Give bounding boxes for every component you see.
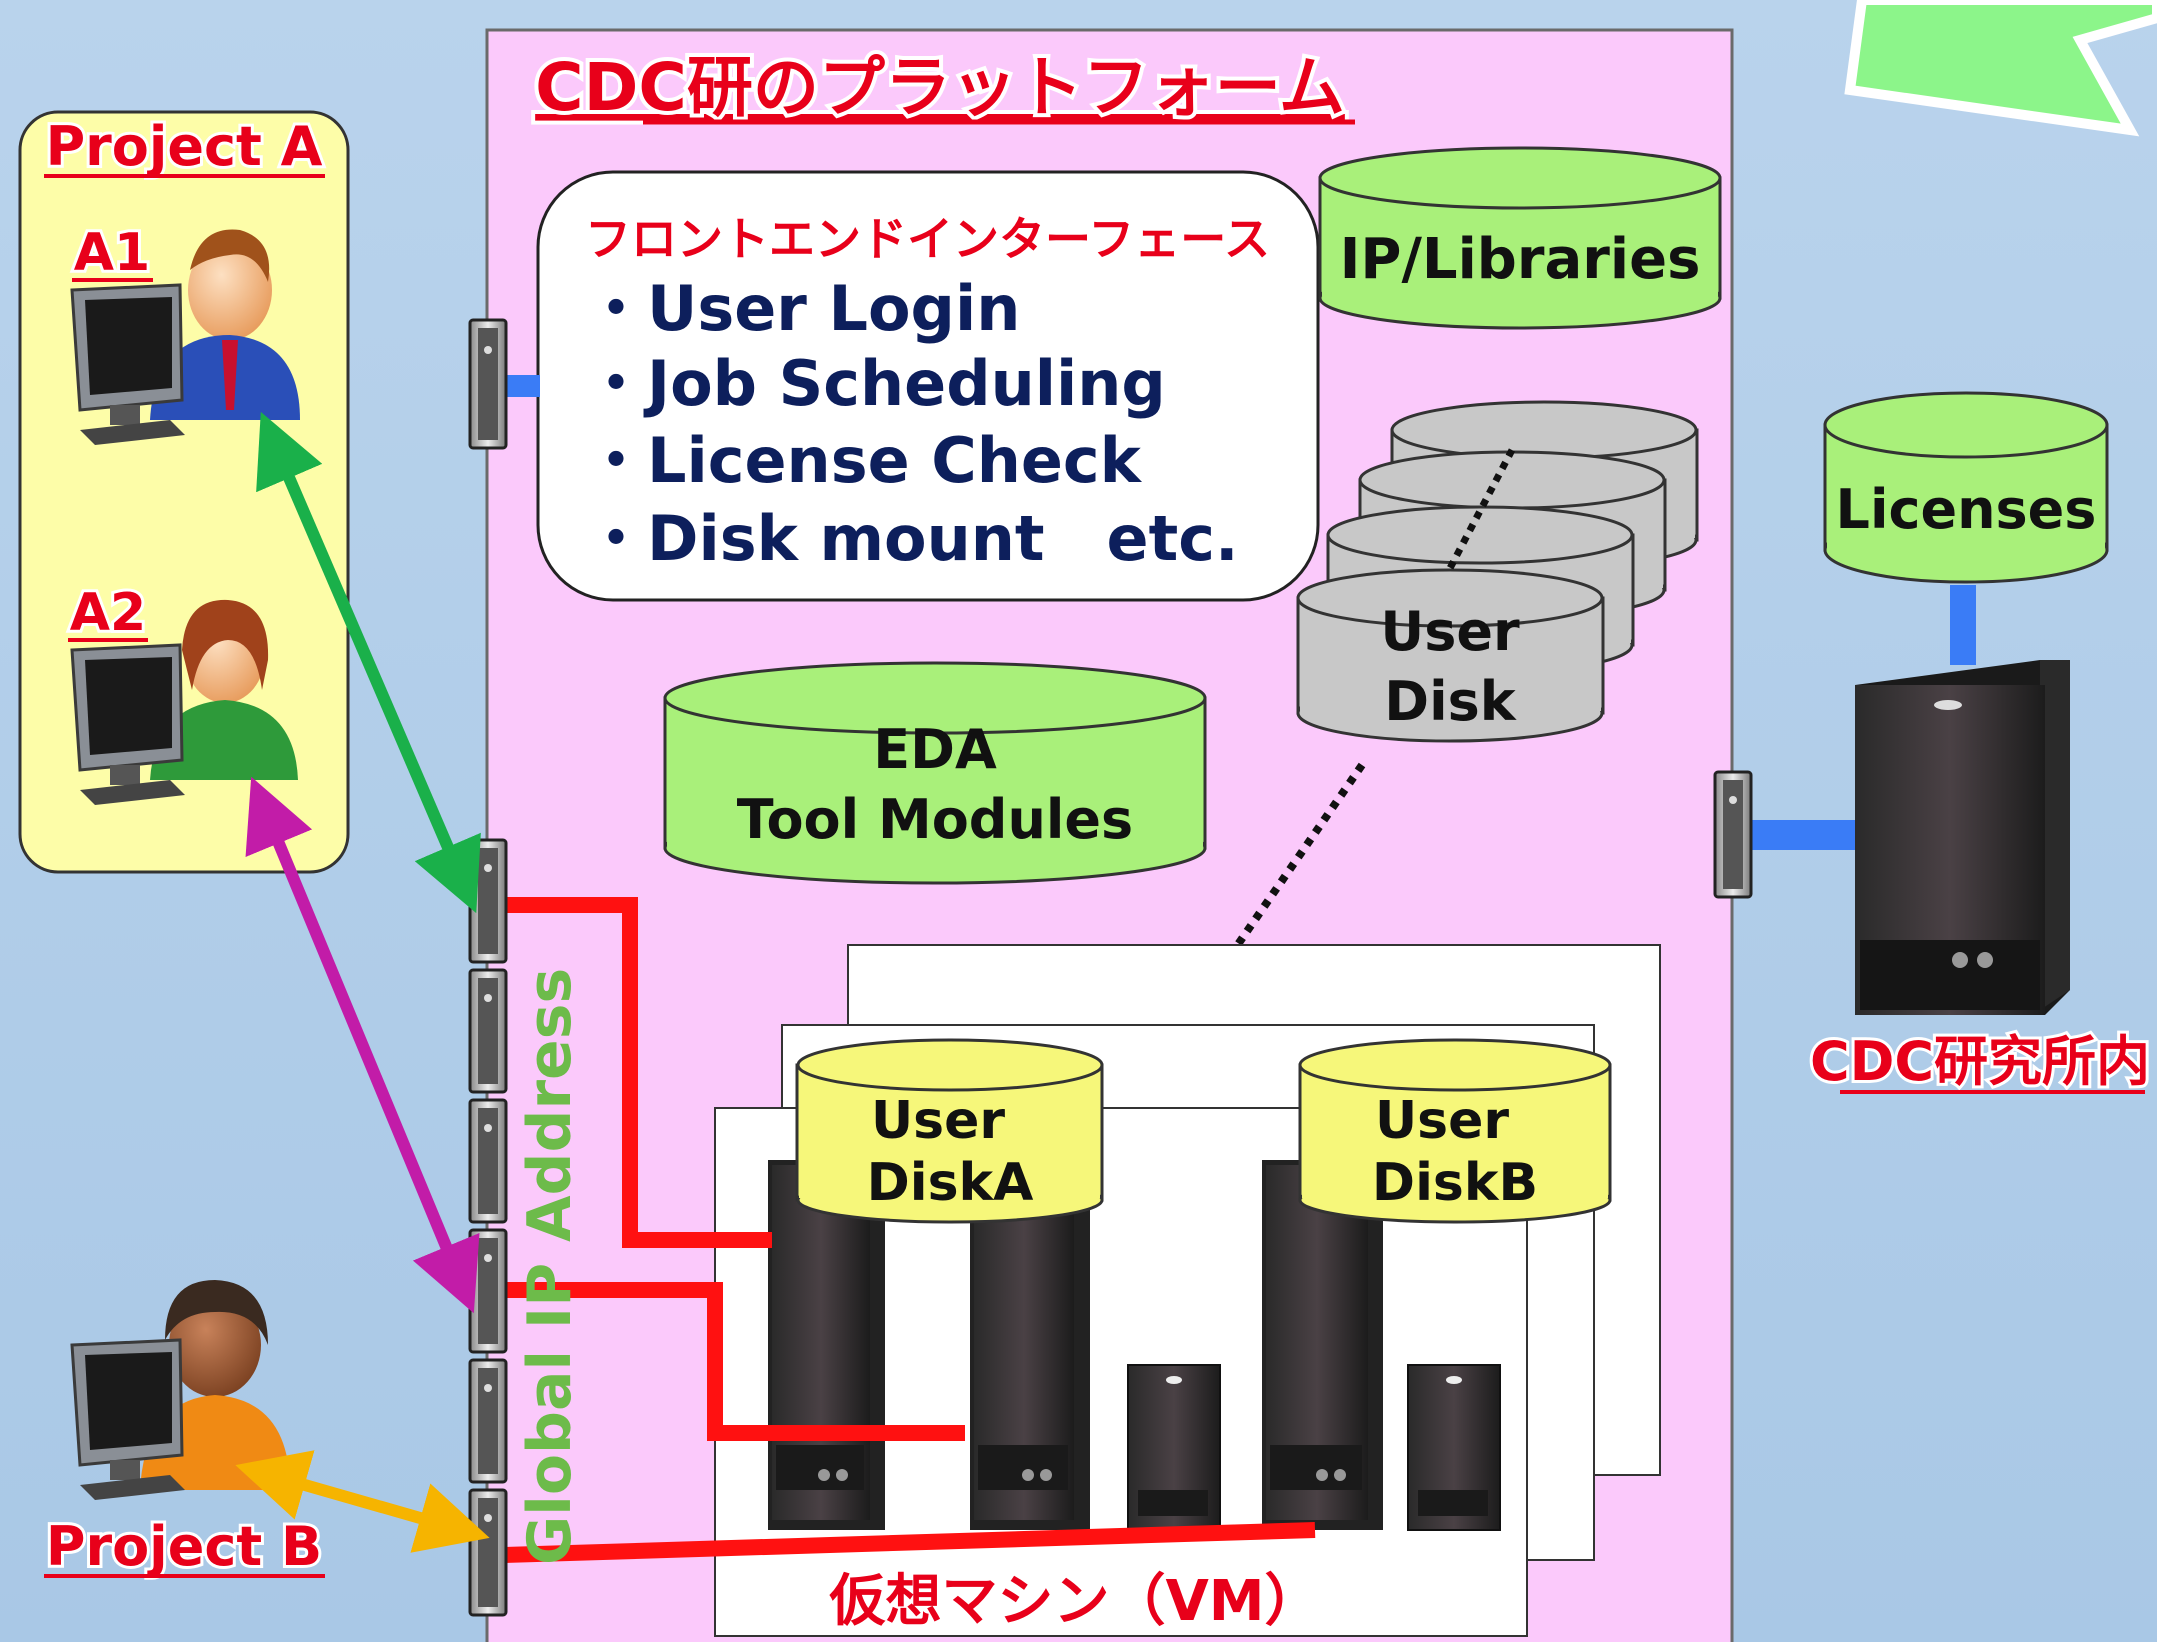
frontend-heading: フロントエンドインターフェース [585, 212, 1270, 266]
vm-server-3 [1262, 1160, 1383, 1530]
user-a2-label: A2 [70, 583, 146, 643]
ip-libraries-label: IP/Libraries [1340, 227, 1701, 292]
project-a-title: Project A [46, 115, 323, 178]
red-link-2 [505, 1282, 965, 1441]
frontend-item-disk: ・Disk mount etc. [585, 502, 1239, 575]
user-disk-b-cylinder [1298, 1038, 1612, 1224]
red-link-3 [504, 1522, 1316, 1563]
user-disk-stack [1296, 400, 1699, 743]
vm-label: 仮想マシン（VM） [828, 1569, 1320, 1634]
project-b-title: Project B [46, 1515, 322, 1578]
user-disk-b-label-2: DiskB [1372, 1153, 1538, 1213]
cdc-server-tower [1855, 660, 2070, 1015]
callout-shape [1844, 0, 2157, 137]
frontend-rack-server [468, 318, 508, 450]
eda-cylinder [663, 661, 1207, 885]
user-disk-b-label-1: User [1375, 1091, 1509, 1151]
user-disk-a-cylinder [795, 1038, 1104, 1224]
global-ip-rack-3 [468, 1098, 508, 1224]
red-link-1 [505, 897, 772, 1248]
cdc-rack-server [1713, 770, 1753, 899]
user-disk-label-2: Disk [1384, 670, 1516, 733]
cdc-lab-label: CDC研究所内 [1810, 1030, 2150, 1093]
platform-title: CDC研のプラットフォーム [535, 49, 1345, 126]
user-a1-label: A1 [74, 223, 150, 283]
licenses-link [1950, 585, 1976, 665]
eda-label-2: Tool Modules [737, 788, 1133, 851]
licenses-label: Licenses [1836, 478, 2097, 541]
vm-server-small-2 [1407, 1364, 1501, 1531]
frontend-link [505, 375, 540, 397]
user-disk-label-1: User [1380, 600, 1520, 663]
user-disk-a-label-2: DiskA [867, 1153, 1034, 1213]
user-b-icon [70, 1280, 290, 1500]
global-ip-rack-4 [468, 1228, 508, 1354]
eda-label-1: EDA [873, 718, 997, 781]
user-disk-a-label-1: User [871, 1091, 1005, 1151]
arrow-a2-to-platform [245, 776, 480, 1314]
global-ip-rack-6 [468, 1488, 508, 1617]
global-ip-label: Global IP Address [515, 968, 585, 1565]
global-ip-rack-1 [468, 838, 508, 964]
arrow-b-to-platform [235, 1450, 490, 1553]
global-ip-rack-2 [468, 968, 508, 1094]
vm-server-2 [970, 1160, 1090, 1530]
licenses-cylinder [1823, 391, 2109, 584]
user-a1-icon [70, 229, 300, 445]
cdc-server-link [1750, 820, 1855, 850]
frontend-item-login: ・User Login [585, 272, 1020, 345]
ip-libraries-cylinder [1318, 146, 1722, 330]
global-ip-rack-5 [468, 1358, 508, 1484]
frontend-item-scheduling: ・Job Scheduling [585, 347, 1166, 420]
frontend-item-license: ・License Check [585, 424, 1143, 497]
vm-server-small-1 [1127, 1364, 1221, 1531]
